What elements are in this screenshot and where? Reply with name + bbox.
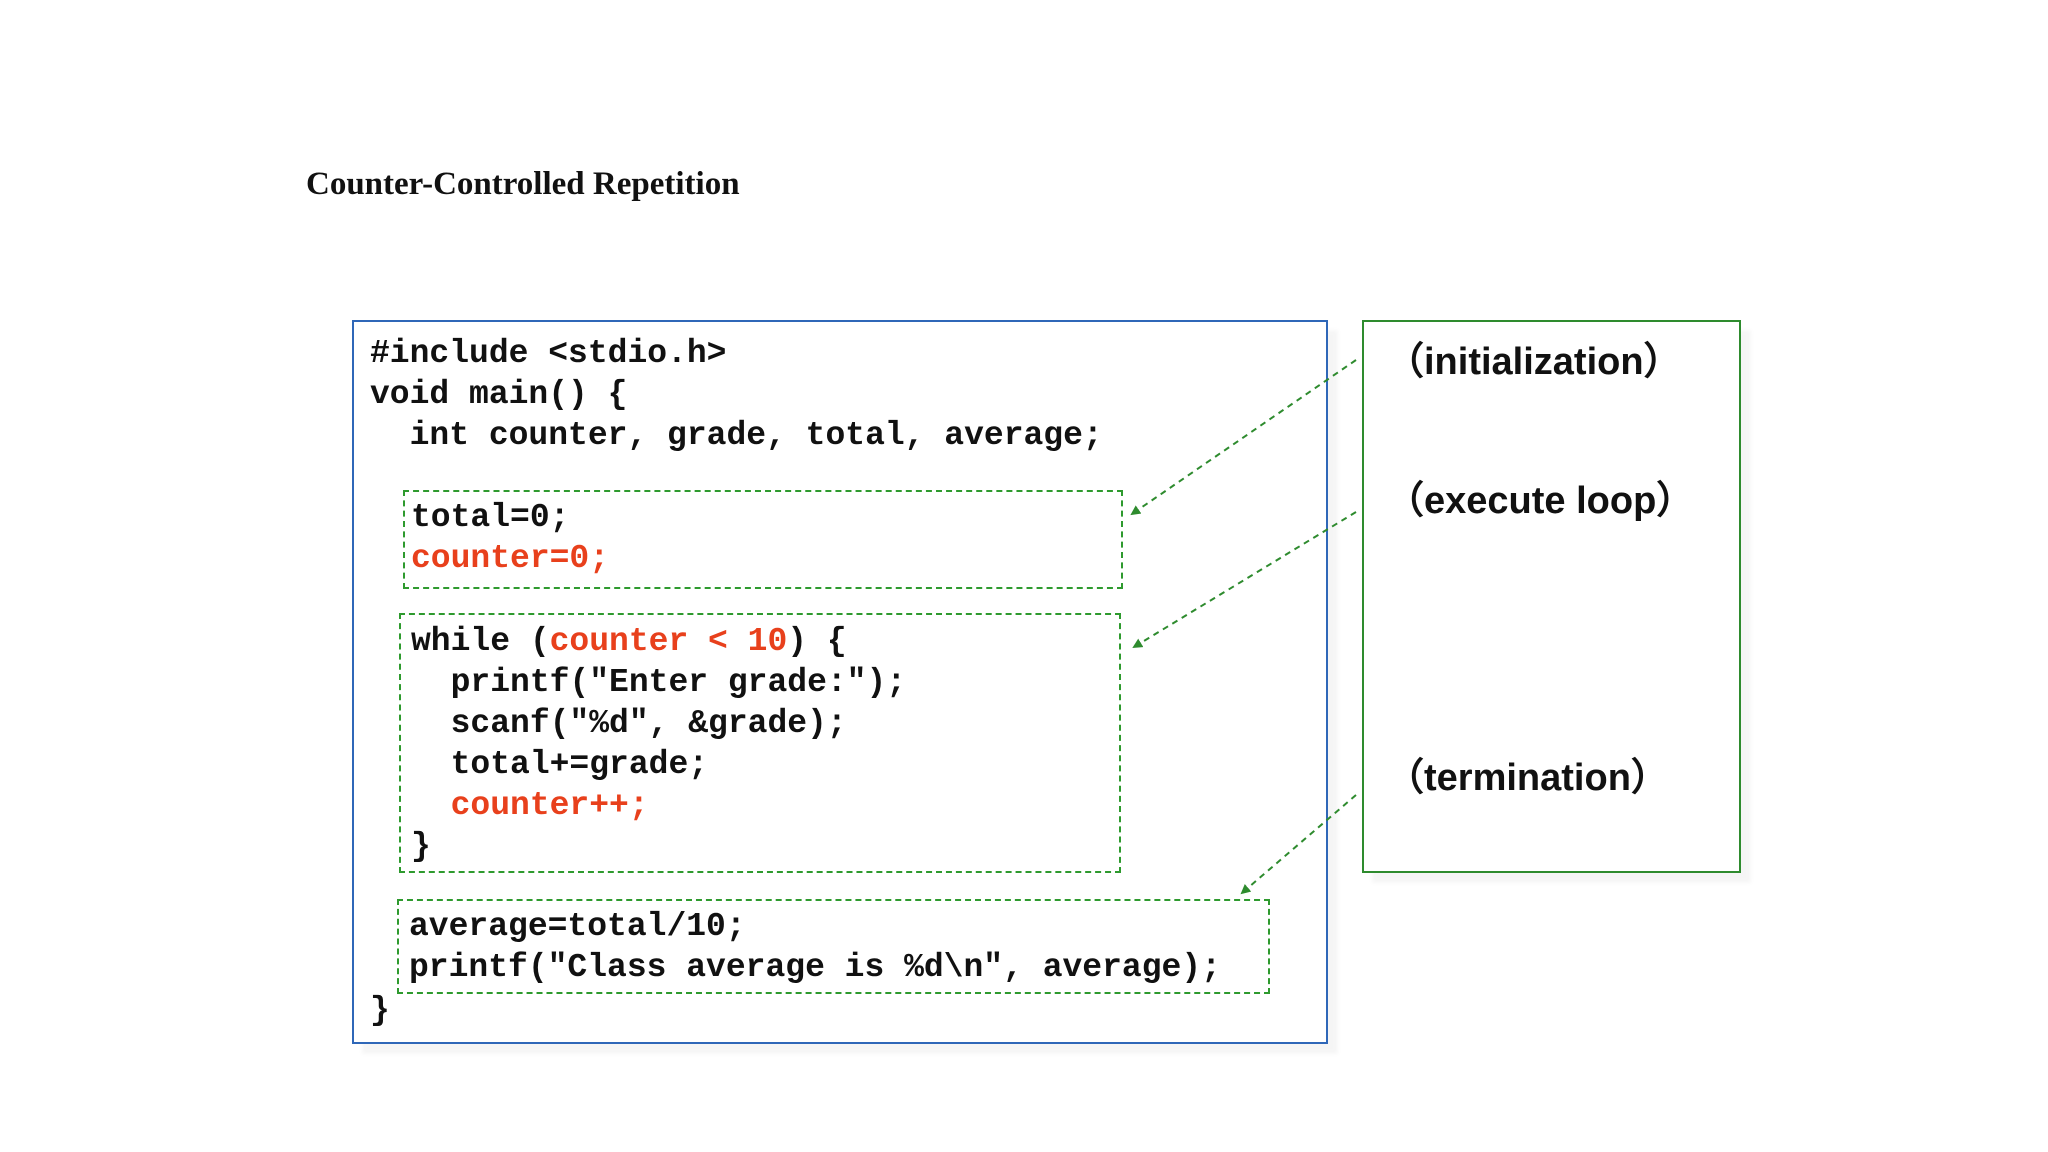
code-counter-increment: counter++; xyxy=(411,787,649,824)
arrow-initialization xyxy=(1130,359,1357,516)
loop-condition: counter < 10 xyxy=(549,623,788,660)
while-open-brace: ) { xyxy=(787,623,847,660)
code-counter-init: counter=0; xyxy=(411,540,610,577)
code-total-init: total=0; xyxy=(411,499,570,536)
code-loop-close: } xyxy=(411,828,431,865)
arrow-execute-loop xyxy=(1132,511,1357,649)
termination-block xyxy=(397,899,1270,994)
code-printf-prompt: printf("Enter grade:"); xyxy=(411,664,907,701)
code-main-line: void main() { xyxy=(370,376,628,413)
code-while-line: while (counter < 10) { xyxy=(411,621,847,662)
label-termination: （termination） xyxy=(1386,757,1669,799)
code-declaration-line: int counter, grade, total, average; xyxy=(370,417,1103,454)
loop-block xyxy=(399,613,1121,873)
label-initialization: （initialization） xyxy=(1386,341,1682,383)
while-keyword: while ( xyxy=(411,623,550,660)
arrow-termination xyxy=(1240,794,1357,895)
code-scanf-line: scanf("%d", &grade); xyxy=(411,705,847,742)
code-listing-box xyxy=(352,320,1328,1044)
code-total-accumulate: total+=grade; xyxy=(411,746,709,783)
label-execute-loop: （execute loop） xyxy=(1386,480,1695,522)
initialization-block xyxy=(403,490,1123,589)
slide-title: Counter-Controlled Repetition xyxy=(306,166,740,202)
code-printf-average: printf("Class average is %d\n", average)… xyxy=(409,949,1221,986)
code-include-line: #include <stdio.h> xyxy=(370,335,727,372)
annotation-box xyxy=(1362,320,1741,873)
code-average-calc: average=total/10; xyxy=(409,908,746,945)
code-main-close: } xyxy=(370,992,390,1029)
